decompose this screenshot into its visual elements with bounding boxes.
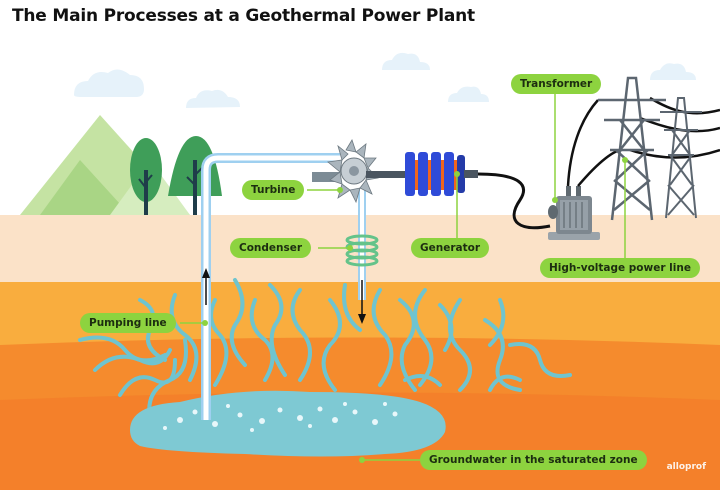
generator-cable bbox=[477, 172, 551, 230]
brand-logo: alloprof bbox=[666, 462, 706, 472]
mountains bbox=[20, 115, 190, 215]
label-pumping-line: Pumping line bbox=[80, 313, 176, 333]
page-title: The Main Processes at a Geothermal Power… bbox=[12, 6, 475, 26]
turbine-graphic bbox=[312, 139, 379, 204]
transformer-graphic bbox=[548, 186, 600, 240]
groundwater-bubbles bbox=[163, 402, 398, 432]
label-power-line: High-voltage power line bbox=[540, 258, 700, 278]
label-turbine: Turbine bbox=[242, 180, 305, 200]
label-transformer: Transformer bbox=[511, 74, 602, 94]
label-groundwater: Groundwater in the saturated zone bbox=[420, 450, 647, 470]
flow-up-arrow bbox=[202, 268, 210, 305]
pylon-large bbox=[598, 76, 666, 221]
groundwater-veins bbox=[78, 278, 572, 422]
label-generator: Generator bbox=[411, 238, 490, 258]
leader-lines bbox=[180, 93, 626, 461]
shaft bbox=[366, 171, 412, 178]
flow-down-arrow bbox=[358, 280, 366, 324]
label-condenser: Condenser bbox=[230, 238, 312, 258]
leader-dots bbox=[202, 157, 628, 463]
generator-graphic bbox=[405, 152, 478, 196]
pylon-small bbox=[660, 97, 702, 219]
clouds bbox=[74, 52, 696, 108]
condenser-coil bbox=[345, 234, 379, 267]
